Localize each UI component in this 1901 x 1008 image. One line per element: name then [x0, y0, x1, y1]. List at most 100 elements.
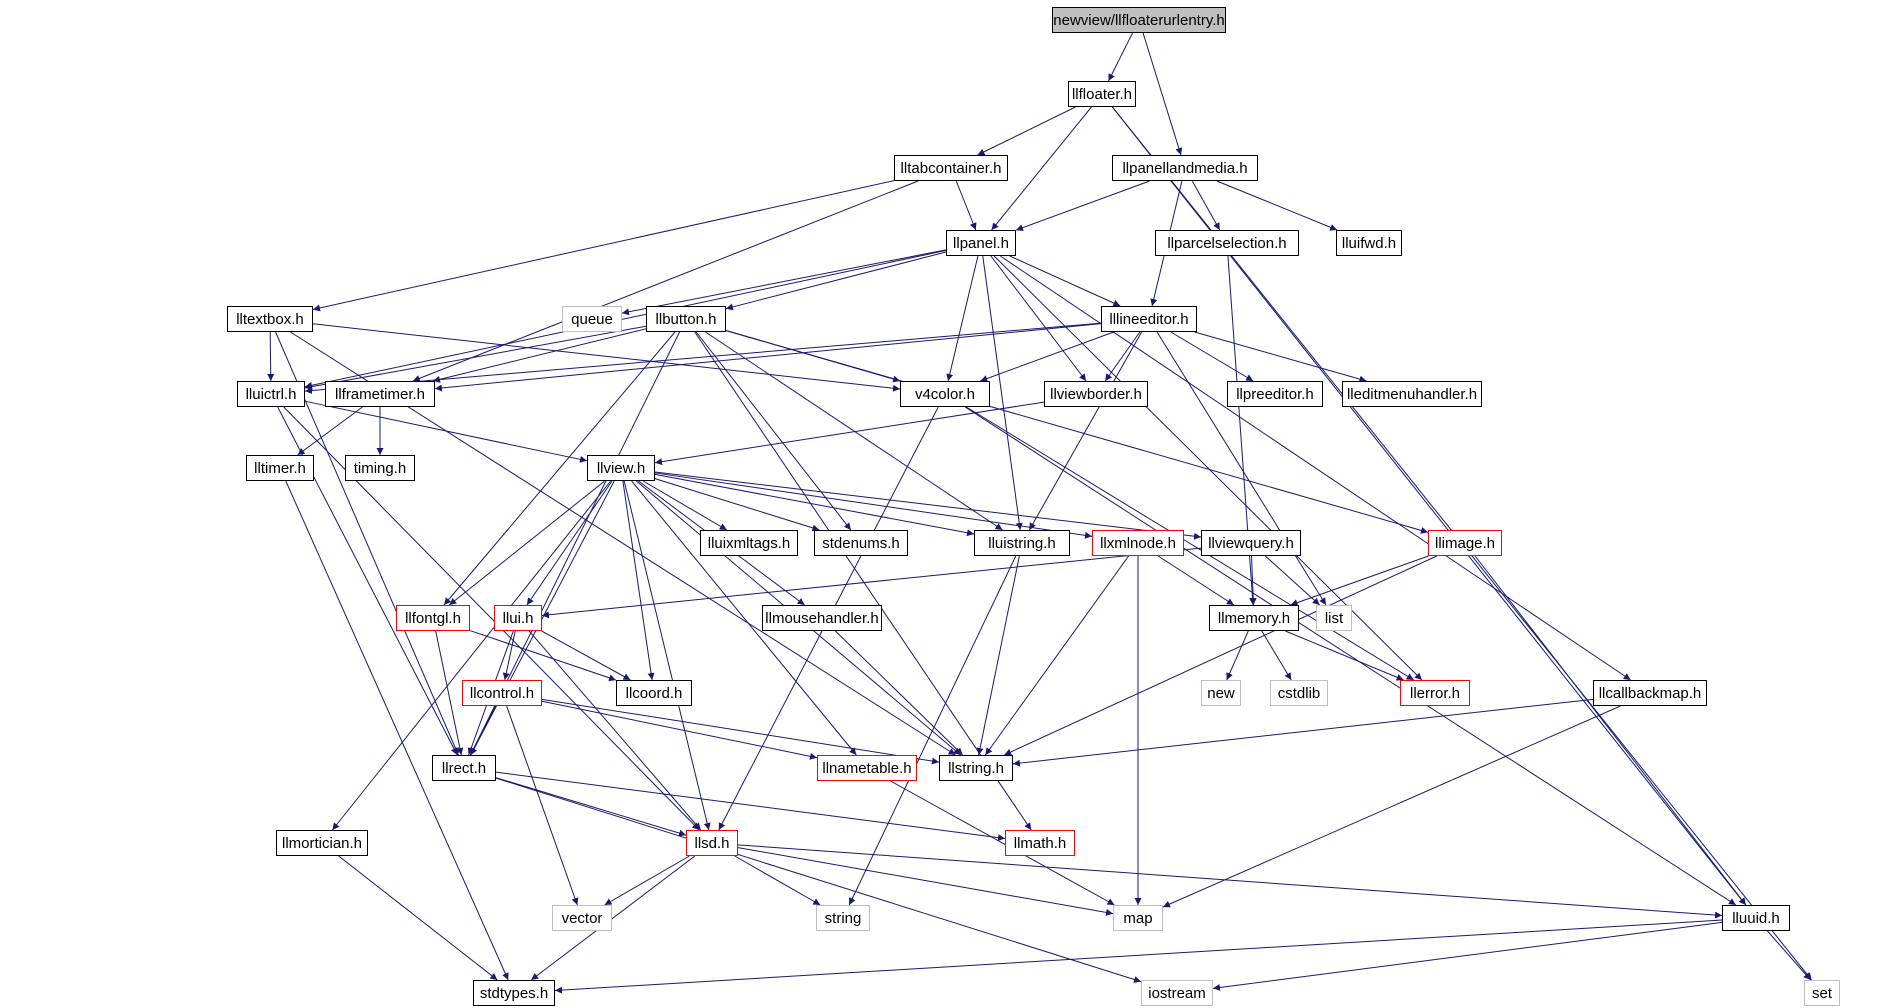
node-llui[interactable]: llui.h: [494, 605, 542, 631]
node-llrect[interactable]: llrect.h: [432, 755, 496, 781]
node-llviewquery[interactable]: llviewquery.h: [1201, 530, 1301, 556]
edge-llbutton-to-stdenums: [695, 331, 852, 531]
node-llmemory[interactable]: llmemory.h: [1209, 605, 1299, 631]
edge-llpanel-to-v4color: [946, 255, 979, 382]
node-lltextbox[interactable]: lltextbox.h: [227, 306, 313, 332]
edge-llfontgl-to-llcoord: [469, 630, 617, 682]
node-llmath[interactable]: llmath.h: [1005, 830, 1075, 856]
node-string[interactable]: string: [816, 905, 870, 931]
edge-llview-to-llxmlnode: [654, 472, 1093, 539]
edge-llpanel-to-lllineeditor: [1009, 255, 1121, 307]
node-llnametable[interactable]: llnametable.h: [817, 755, 917, 781]
node-v4color[interactable]: v4color.h: [900, 381, 990, 407]
edge-llbutton-to-lluistring: [705, 331, 1003, 531]
node-map[interactable]: map: [1113, 905, 1163, 931]
node-llfloater[interactable]: llfloater.h: [1068, 81, 1136, 107]
node-llfontgl[interactable]: llfontgl.h: [396, 605, 470, 631]
edge-llpanel-to-llerror: [993, 255, 1423, 681]
edge-llviewquery-to-llmemory: [1249, 555, 1257, 606]
node-llparcelselection[interactable]: llparcelselection.h: [1155, 230, 1299, 256]
edge-llfloaterurlentry-to-llpanellandmedia: [1142, 32, 1183, 156]
edge-llmemory-to-llerror: [1285, 630, 1404, 681]
node-set[interactable]: set: [1804, 980, 1840, 1006]
node-lllineeditor[interactable]: lllineeditor.h: [1101, 306, 1197, 332]
node-lluuid[interactable]: lluuid.h: [1722, 905, 1790, 931]
edge-llnametable-to-map: [890, 780, 1115, 906]
node-stdenums[interactable]: stdenums.h: [814, 530, 908, 556]
edge-llview-to-lluixmltags: [642, 480, 728, 531]
edge-llimage-to-llmemory: [1290, 555, 1429, 606]
node-llmousehandler[interactable]: llmousehandler.h: [762, 605, 882, 631]
node-lleditmenuhandler[interactable]: lleditmenuhandler.h: [1342, 381, 1482, 407]
node-new[interactable]: new: [1201, 680, 1241, 706]
node-llpreeditor[interactable]: llpreeditor.h: [1227, 381, 1323, 407]
node-lluistring[interactable]: lluistring.h: [974, 530, 1070, 556]
node-lluixmltags[interactable]: lluixmltags.h: [700, 530, 798, 556]
edge-lllineeditor-to-llviewborder: [1104, 331, 1141, 382]
edge-llview-to-llcoord: [622, 480, 655, 681]
node-llviewborder[interactable]: llviewborder.h: [1044, 381, 1148, 407]
edge-lltextbox-to-v4color: [312, 323, 901, 392]
node-lltabcontainer[interactable]: lltabcontainer.h: [894, 155, 1008, 181]
node-lluictrl[interactable]: lluictrl.h: [237, 381, 305, 407]
node-llpanellandmedia[interactable]: llpanellandmedia.h: [1112, 155, 1258, 181]
edge-llrect-to-llsd: [495, 777, 687, 837]
edge-llui-to-llcoord: [541, 630, 631, 681]
edge-llui-to-llcontrol: [502, 630, 516, 681]
node-llcontrol[interactable]: llcontrol.h: [462, 680, 542, 706]
edge-llcallbackmap-to-map: [1162, 705, 1621, 908]
node-llimage[interactable]: llimage.h: [1428, 530, 1502, 556]
node-iostream[interactable]: iostream: [1141, 980, 1213, 1006]
node-llsd[interactable]: llsd.h: [686, 830, 738, 856]
edge-llview-to-llrect: [470, 480, 615, 756]
node-timing[interactable]: timing.h: [345, 455, 415, 481]
node-vector[interactable]: vector: [552, 905, 612, 931]
edge-llmousehandler-to-llstring: [834, 630, 964, 756]
edge-lluistring-to-llstring: [976, 555, 1020, 756]
edge-llxmlnode-to-llstring: [984, 555, 1130, 756]
edge-llfontgl-to-llrect: [435, 630, 464, 756]
node-llbutton[interactable]: llbutton.h: [646, 306, 726, 332]
edge-lluuid-to-stdtypes: [554, 919, 1723, 994]
edge-lllineeditor-to-llpreeditor: [1170, 331, 1254, 382]
edge-llview-to-llfontgl: [448, 480, 606, 606]
node-llpanel[interactable]: llpanel.h: [946, 230, 1016, 256]
edge-lltabcontainer-to-lltextbox: [312, 180, 895, 312]
node-llxmlnode[interactable]: llxmlnode.h: [1092, 530, 1184, 556]
edge-llcontrol-to-llstring: [541, 698, 940, 765]
edge-llview-to-stdenums: [654, 478, 820, 532]
edge-llcontrol-to-llnametable: [541, 700, 818, 760]
edge-lluictrl-to-llview: [304, 400, 588, 463]
edge-lllineeditor-to-lluistring: [1028, 331, 1143, 531]
node-lluifwd[interactable]: lluifwd.h: [1336, 230, 1402, 256]
edge-llpanel-to-llviewborder: [990, 255, 1087, 382]
edge-llfloater-to-llpanel: [991, 106, 1092, 231]
node-llerror[interactable]: llerror.h: [1400, 680, 1470, 706]
edge-llview-to-llmortician: [331, 480, 612, 831]
node-llstring[interactable]: llstring.h: [939, 755, 1013, 781]
edge-llbutton-to-llframetimer: [432, 328, 647, 383]
edge-llxmlnode-to-llmemory: [1157, 555, 1235, 606]
edge-llui-to-llsd: [528, 630, 702, 831]
node-llmortician[interactable]: llmortician.h: [276, 830, 368, 856]
edge-llpanellandmedia-to-lluifwd: [1216, 180, 1338, 231]
edge-v4color-to-lluuid: [964, 406, 1737, 906]
node-llframetimer[interactable]: llframetimer.h: [325, 381, 435, 407]
edge-lltextbox-to-lluictrl: [267, 331, 275, 382]
edge-llcallbackmap-to-llstring: [1012, 698, 1594, 767]
node-queue[interactable]: queue: [562, 306, 622, 332]
node-stdtypes[interactable]: stdtypes.h: [473, 980, 555, 1006]
edge-lllineeditor-to-lluictrl: [304, 322, 1102, 394]
node-lltimer[interactable]: lltimer.h: [246, 455, 314, 481]
edge-llcontrol-to-vector: [506, 705, 579, 906]
node-llfloaterurlentry[interactable]: newview/llfloaterurlentry.h: [1052, 7, 1226, 33]
node-cstdlib[interactable]: cstdlib: [1270, 680, 1328, 706]
node-llcallbackmap[interactable]: llcallbackmap.h: [1593, 680, 1707, 706]
edge-llpanel-to-queue: [621, 249, 947, 316]
node-list[interactable]: list: [1316, 605, 1352, 631]
node-llview[interactable]: llview.h: [587, 455, 655, 481]
edge-llbutton-to-llmath: [694, 331, 1032, 831]
node-llcoord[interactable]: llcoord.h: [616, 680, 692, 706]
